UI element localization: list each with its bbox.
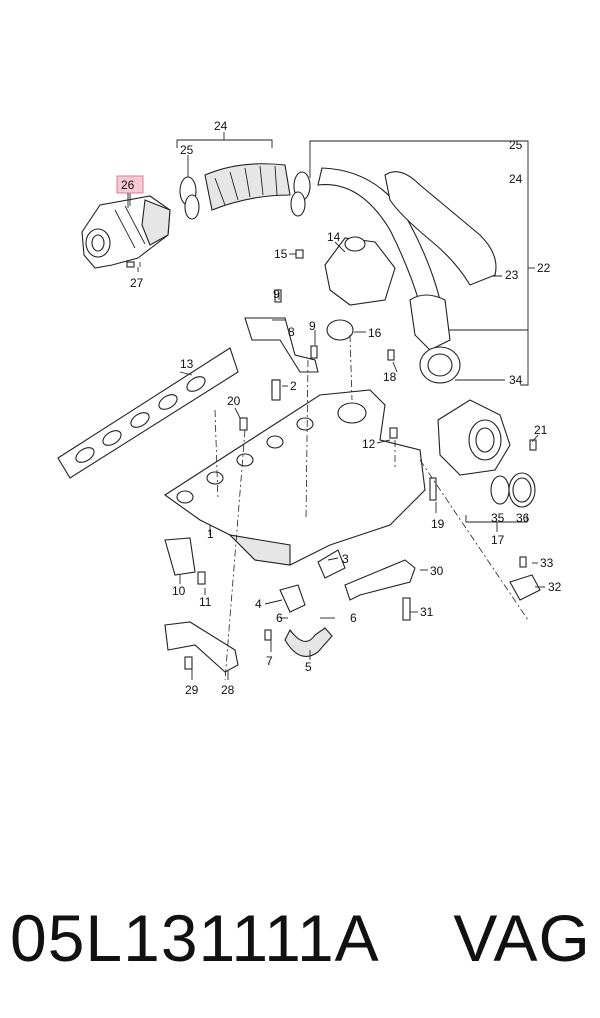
manifold-gasket-part xyxy=(57,347,239,479)
charge-air-hose-part xyxy=(204,163,291,211)
callout-1: 1 xyxy=(207,527,214,541)
callout-36: 36 xyxy=(516,511,530,525)
callout-31: 31 xyxy=(420,605,434,619)
callout-4: 4 xyxy=(255,597,262,611)
callout-21: 21 xyxy=(534,423,548,437)
callout-2: 2 xyxy=(290,379,297,393)
callout-24-right: 24 xyxy=(509,172,523,186)
heat-shield-part xyxy=(164,537,239,673)
callout-25-right: 25 xyxy=(509,138,523,152)
callout-24-top: 24 xyxy=(214,119,228,133)
callout-8: 8 xyxy=(288,325,295,339)
callout-14: 14 xyxy=(327,230,341,244)
callout-5: 5 xyxy=(305,660,312,674)
callout-30: 30 xyxy=(430,564,444,578)
intake-manifold-part xyxy=(164,389,426,566)
callout-6-left: 6 xyxy=(276,611,283,625)
pressure-valve-part xyxy=(324,236,396,341)
callout-18: 18 xyxy=(383,370,397,384)
bracket-part xyxy=(244,317,319,373)
callout-23: 23 xyxy=(505,268,519,282)
callout-16: 16 xyxy=(368,326,382,340)
callout-29: 29 xyxy=(185,683,199,697)
clamp-part xyxy=(179,171,311,220)
callout-9: 9 xyxy=(309,319,316,333)
assembly-lines xyxy=(139,262,529,681)
callout-26: 26 xyxy=(121,178,135,192)
callout-15: 15 xyxy=(274,247,288,261)
callout-12: 12 xyxy=(362,437,376,451)
hoses-and-sensors xyxy=(279,549,541,657)
callout-25-left: 25 xyxy=(180,143,194,157)
part-number-caption: 05L131111A VAG xyxy=(10,901,591,975)
callout-labels: 24 25 25 24 26 27 15 14 23 22 9 8 9 16 2… xyxy=(121,119,562,697)
callout-22: 22 xyxy=(537,261,551,275)
callout-6-right: 6 xyxy=(350,611,357,625)
callout-19: 19 xyxy=(431,517,445,531)
catalytic-converter-part xyxy=(81,192,171,269)
callout-10: 10 xyxy=(172,584,186,598)
highlighted-callout-box xyxy=(116,175,144,194)
throttle-body-part xyxy=(437,399,536,508)
callout-11: 11 xyxy=(199,595,212,609)
group-brackets xyxy=(176,132,535,532)
callout-20: 20 xyxy=(227,394,241,408)
callout-28: 28 xyxy=(221,683,235,697)
callout-32: 32 xyxy=(548,580,562,594)
callout-34: 34 xyxy=(509,373,523,387)
callout-17: 17 xyxy=(491,533,505,547)
callout-9-top: 9 xyxy=(273,287,280,301)
leader-lines xyxy=(127,155,545,680)
exploded-parts-diagram: 24 25 25 24 26 27 15 14 23 22 9 8 9 16 2… xyxy=(57,119,562,697)
sensor-part xyxy=(271,379,281,401)
callout-13: 13 xyxy=(180,357,194,371)
charge-air-pipe-part xyxy=(317,167,497,384)
callout-7: 7 xyxy=(266,654,273,668)
callout-27: 27 xyxy=(130,276,144,290)
callout-33: 33 xyxy=(540,556,554,570)
callout-3: 3 xyxy=(342,552,349,566)
callout-35: 35 xyxy=(491,511,505,525)
